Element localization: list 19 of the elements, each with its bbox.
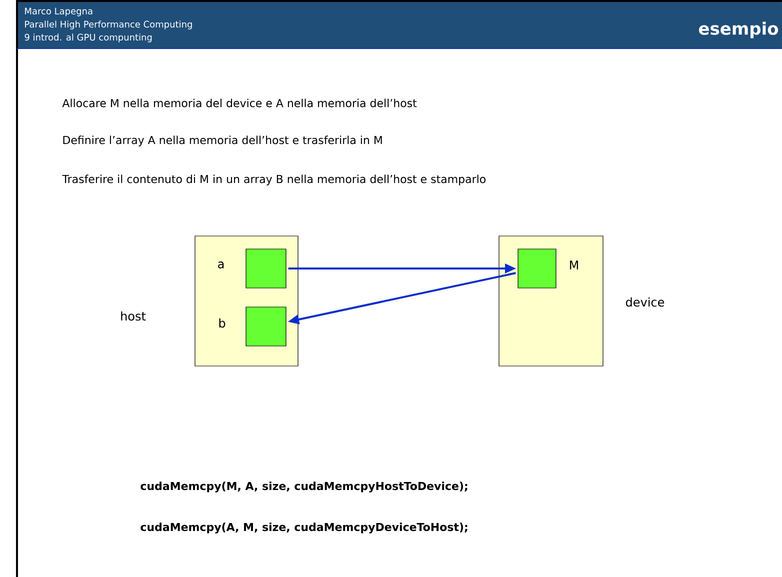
instruction-text: Allocare M nella memoria del device e A nella memoria dell’host [62,98,417,108]
header-text: Marco Lapegna [25,8,92,16]
instruction-text: Definire l’array A nella memoria dell’host e trasferirla in M [63,136,382,146]
header-text: Parallel High Performance Computing [25,20,192,30]
memory-cell [246,248,286,288]
code-line: cudaMemcpy(M, A, size, cudaMemcpyHostToDevice); [140,482,468,492]
arrow [288,272,516,324]
instruction-text: Trasferire il contenuto di M in un array B nella memoria dell’host e stamparlo [62,174,486,186]
memory-cell [246,306,286,346]
header-text: 9 introd. al GPU compunting [24,34,152,42]
arrow [288,264,516,274]
memory-cell [518,248,556,288]
cell-label: a [218,262,224,268]
node-label: device [626,297,664,307]
cell-label: b [219,318,226,328]
node-label: host [121,311,146,321]
slide-title: esempio [698,22,778,38]
code-line: cudaMemcpy(A, M, size, cudaMemcpyDeviceToHost); [140,522,468,534]
cell-label: M [570,260,578,270]
